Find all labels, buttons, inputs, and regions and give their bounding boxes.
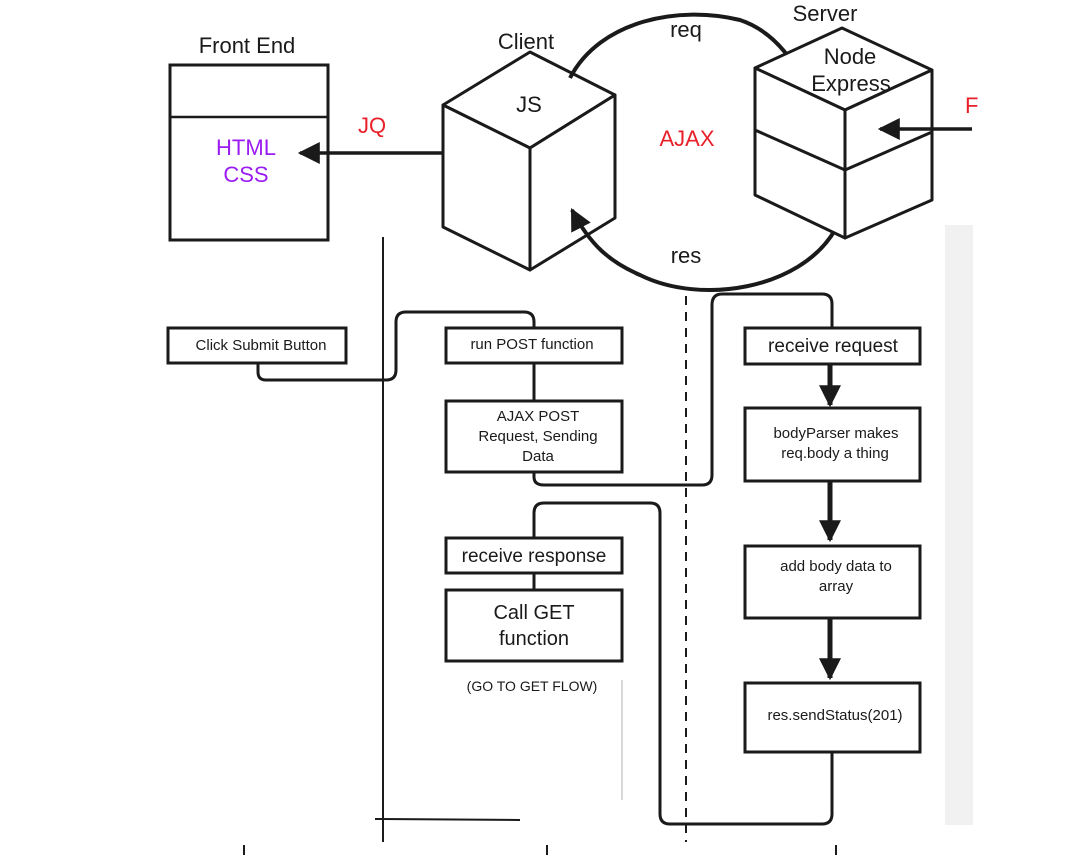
ajax-res-arc bbox=[570, 208, 837, 292]
ajax-label: AJAX bbox=[659, 126, 714, 151]
click-submit-box: Click Submit Button bbox=[166, 326, 348, 365]
client-js-label: JS bbox=[516, 92, 542, 117]
receive-response-box: receive response bbox=[444, 536, 624, 575]
run-post-label: run POST function bbox=[470, 336, 593, 353]
front-end-html: HTML bbox=[216, 135, 276, 160]
jq-label: JQ bbox=[358, 113, 386, 138]
receive-request-box: receive request bbox=[743, 326, 922, 366]
send-status-box: res.sendStatus(201) bbox=[743, 681, 922, 754]
click-submit-label: Click Submit Button bbox=[196, 337, 327, 354]
receive-request-label: receive request bbox=[768, 336, 899, 357]
server-title: Server bbox=[793, 1, 858, 26]
connector-submit-to-post bbox=[256, 310, 536, 382]
server-node: Node bbox=[824, 44, 877, 69]
bottom-ticks bbox=[243, 845, 837, 855]
go-to-get-label: (GO TO GET FLOW) bbox=[467, 678, 598, 694]
cut-label: F bbox=[965, 93, 978, 118]
connector-server-return bbox=[532, 501, 834, 826]
connector-ajax-to-server bbox=[532, 292, 834, 487]
run-post-box: run POST function bbox=[444, 326, 624, 365]
call-get-line-1: Call GET bbox=[493, 602, 574, 624]
client-title: Client bbox=[498, 29, 554, 54]
send-status-label: res.sendStatus(201) bbox=[767, 707, 902, 724]
ajax-post-line-1: AJAX POST bbox=[497, 408, 580, 425]
faint-artifacts bbox=[945, 0, 1091, 855]
front-end-title: Front End bbox=[199, 33, 296, 58]
body-parser-line-1: bodyParser makes bbox=[773, 425, 898, 442]
lane-divider-stub bbox=[374, 818, 521, 821]
ajax-post-box: AJAX POST Request, Sending Data bbox=[444, 399, 624, 474]
add-body-box: add body data to array bbox=[743, 544, 922, 620]
add-body-line-1: add body data to bbox=[780, 558, 892, 575]
body-parser-line-2: req.body a thing bbox=[781, 445, 889, 462]
front-end-css: CSS bbox=[223, 162, 268, 187]
call-get-line-2: function bbox=[499, 628, 569, 650]
ajax-post-line-2: Request, Sending bbox=[478, 428, 597, 445]
call-get-box: Call GET function bbox=[444, 588, 624, 663]
ajax-req-arc bbox=[568, 12, 805, 82]
res-label: res bbox=[671, 243, 702, 268]
req-label: req bbox=[670, 17, 702, 42]
receive-response-label: receive response bbox=[462, 546, 607, 567]
ajax-post-line-3: Data bbox=[522, 448, 554, 465]
server-express: Express bbox=[811, 71, 890, 96]
add-body-line-2: array bbox=[819, 578, 854, 595]
server-cube bbox=[753, 26, 934, 240]
body-parser-box: bodyParser makes req.body a thing bbox=[743, 406, 922, 483]
